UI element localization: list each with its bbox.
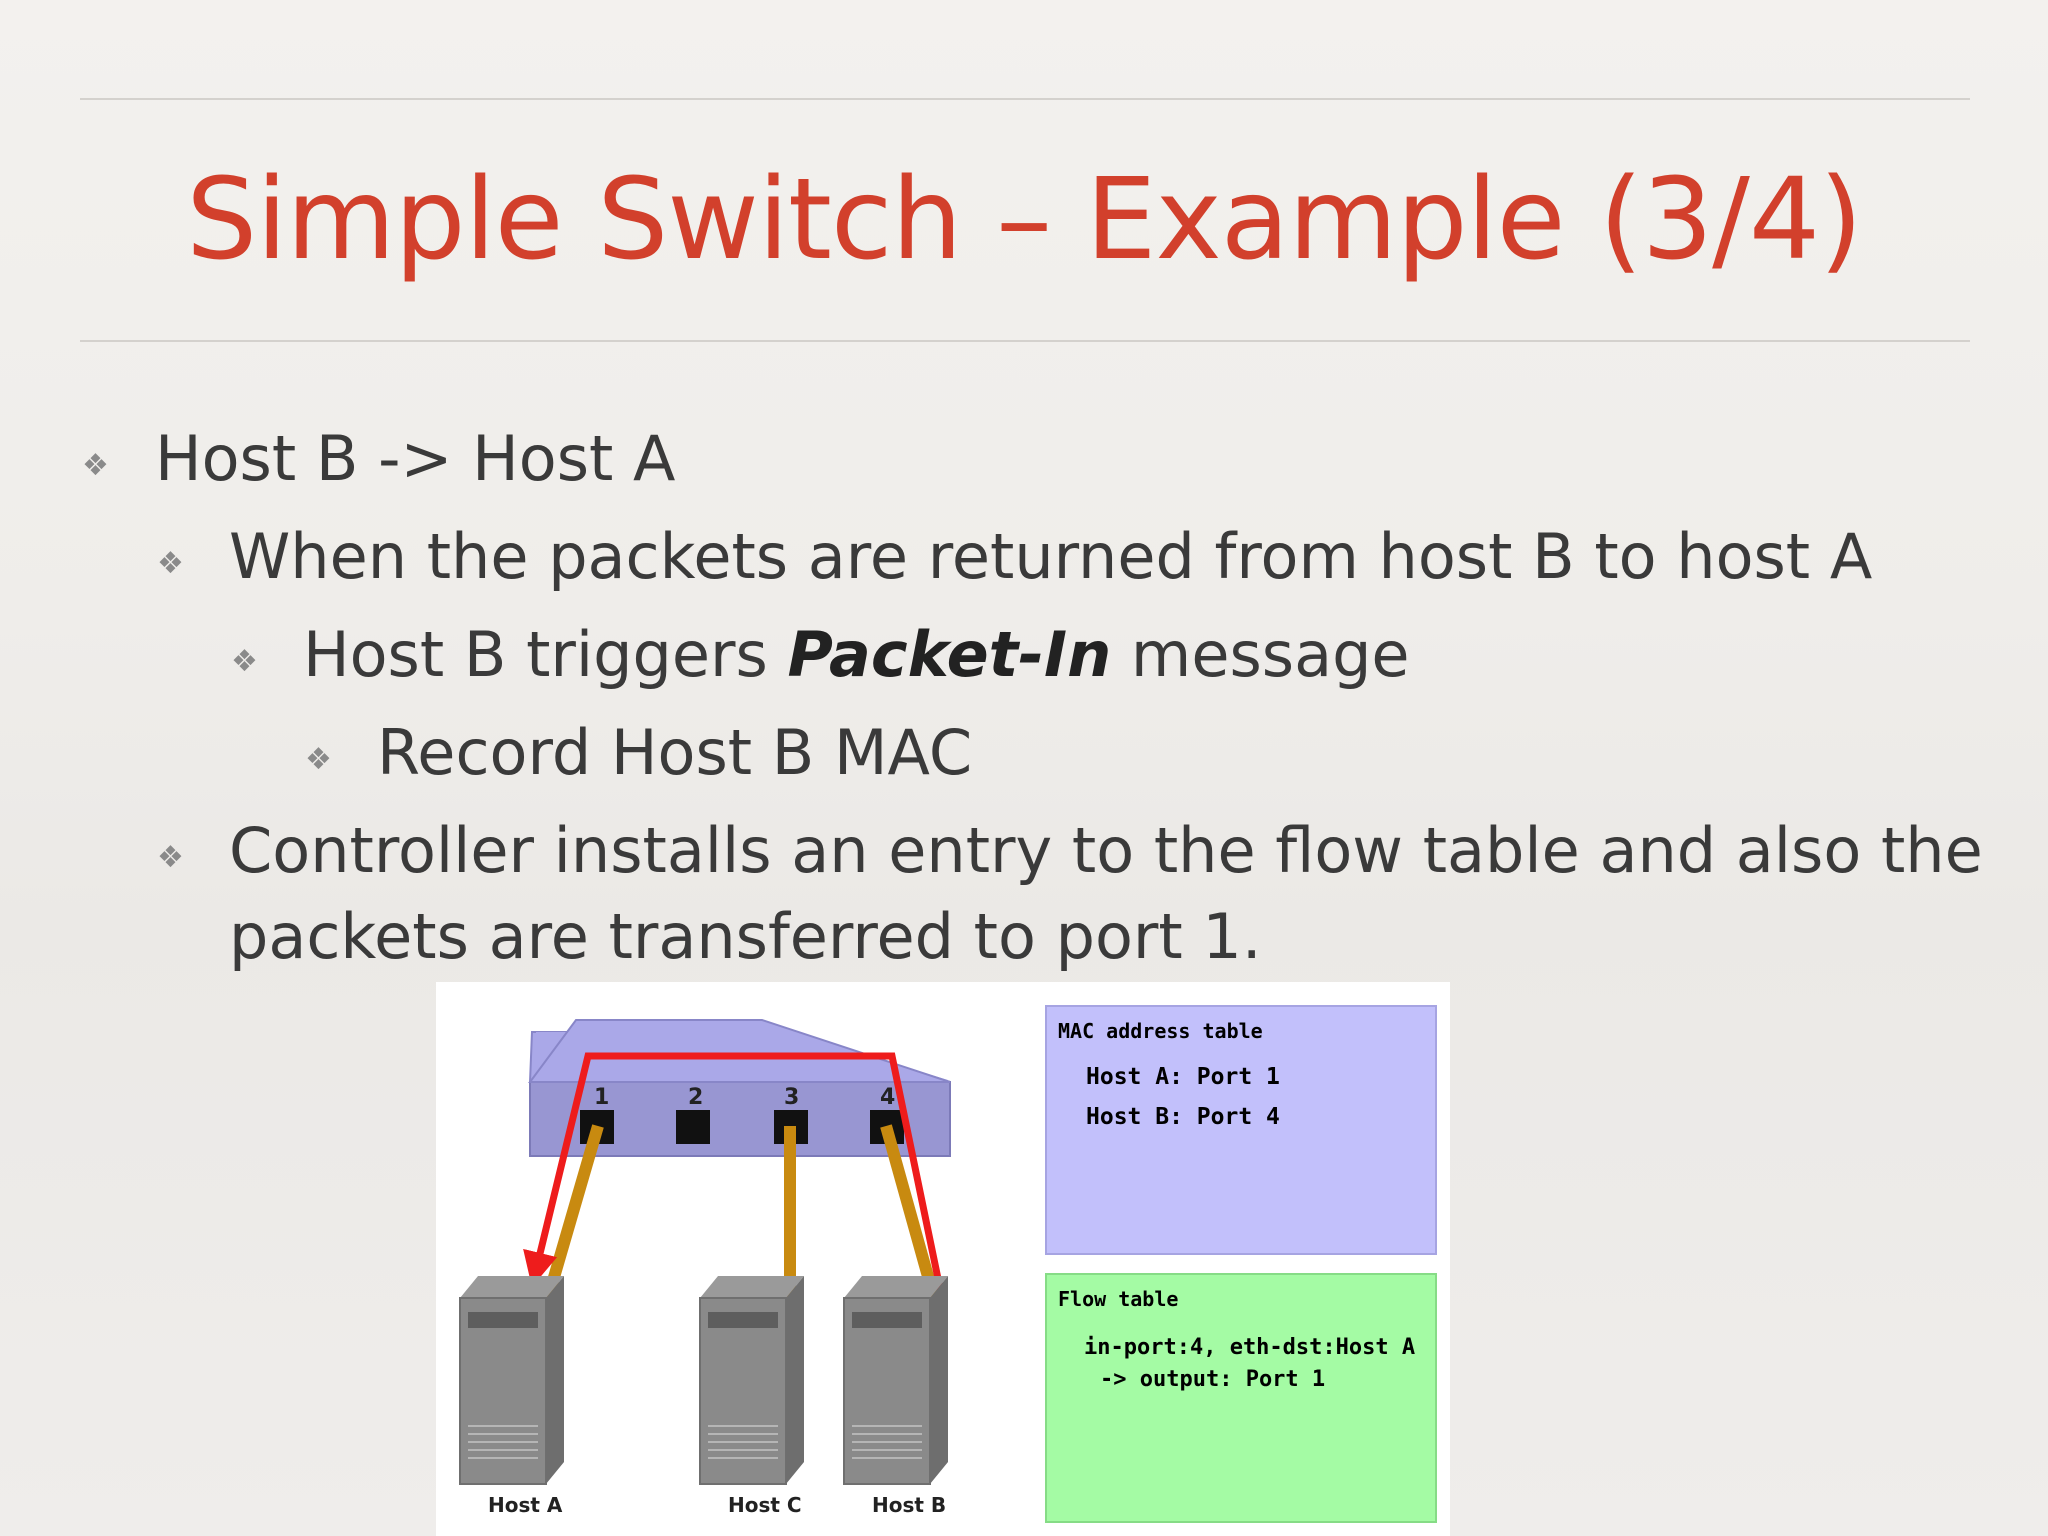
mac-table-entry: Host B: Port 4: [1086, 1104, 1280, 1130]
network-figure: 1 2 3 4: [436, 982, 1450, 1536]
emphasis-text: Packet-In: [787, 618, 1112, 691]
port-label: 4: [880, 1085, 895, 1110]
host-label: Host B: [872, 1493, 946, 1517]
slide-title: Simple Switch – Example (3/4): [186, 155, 1863, 285]
port-2: [676, 1110, 710, 1144]
bullet-level4: Record Host B MAC: [377, 716, 973, 789]
flow-table-entry: -> output: Port 1: [1100, 1367, 1325, 1392]
bullet-level2: Controller installs an entry to the flow…: [229, 814, 1983, 887]
port-label: 1: [594, 1085, 609, 1110]
mac-table-title: MAC address table: [1058, 1019, 1263, 1043]
title-divider: [80, 340, 1970, 342]
bullet-level2-continuation: packets are transferred to port 1.: [229, 900, 1262, 973]
flow-table-entry: in-port:4, eth-dst:Host A: [1084, 1335, 1415, 1360]
bullet-text: Host B triggers: [303, 618, 788, 691]
packet-path-arrow: [523, 1052, 946, 1299]
host-label: Host C: [728, 1493, 802, 1517]
network-diagram: 1 2 3 4: [459, 1005, 1437, 1523]
bullet-level2: When the packets are returned from host …: [229, 520, 1873, 593]
bullet-level3: Host B triggers Packet-In message: [303, 612, 1410, 698]
bullet-text: message: [1111, 618, 1410, 691]
diamond-bullet-icon: ❖: [82, 448, 109, 483]
diamond-bullet-icon: ❖: [157, 546, 184, 581]
host-label: Host A: [488, 1493, 563, 1517]
mac-table-entry: Host A: Port 1: [1086, 1064, 1280, 1090]
bullet-level1: Host B -> Host A: [155, 422, 676, 495]
host-b-server: [843, 1276, 948, 1485]
host-c-server: [699, 1276, 804, 1485]
port-label: 2: [688, 1085, 703, 1110]
flow-table-title: Flow table: [1058, 1287, 1178, 1311]
port-label: 3: [784, 1085, 799, 1110]
mac-table-panel: [1045, 1005, 1437, 1255]
top-divider: [80, 98, 1970, 100]
diamond-bullet-icon: ❖: [305, 742, 332, 777]
host-a-server: [459, 1276, 564, 1485]
diamond-bullet-icon: ❖: [157, 840, 184, 875]
diamond-bullet-icon: ❖: [231, 644, 258, 679]
cable-host-b: [880, 1124, 940, 1300]
flow-table-panel: [1045, 1273, 1437, 1523]
switch-top-face-overlay: [528, 1019, 951, 1083]
